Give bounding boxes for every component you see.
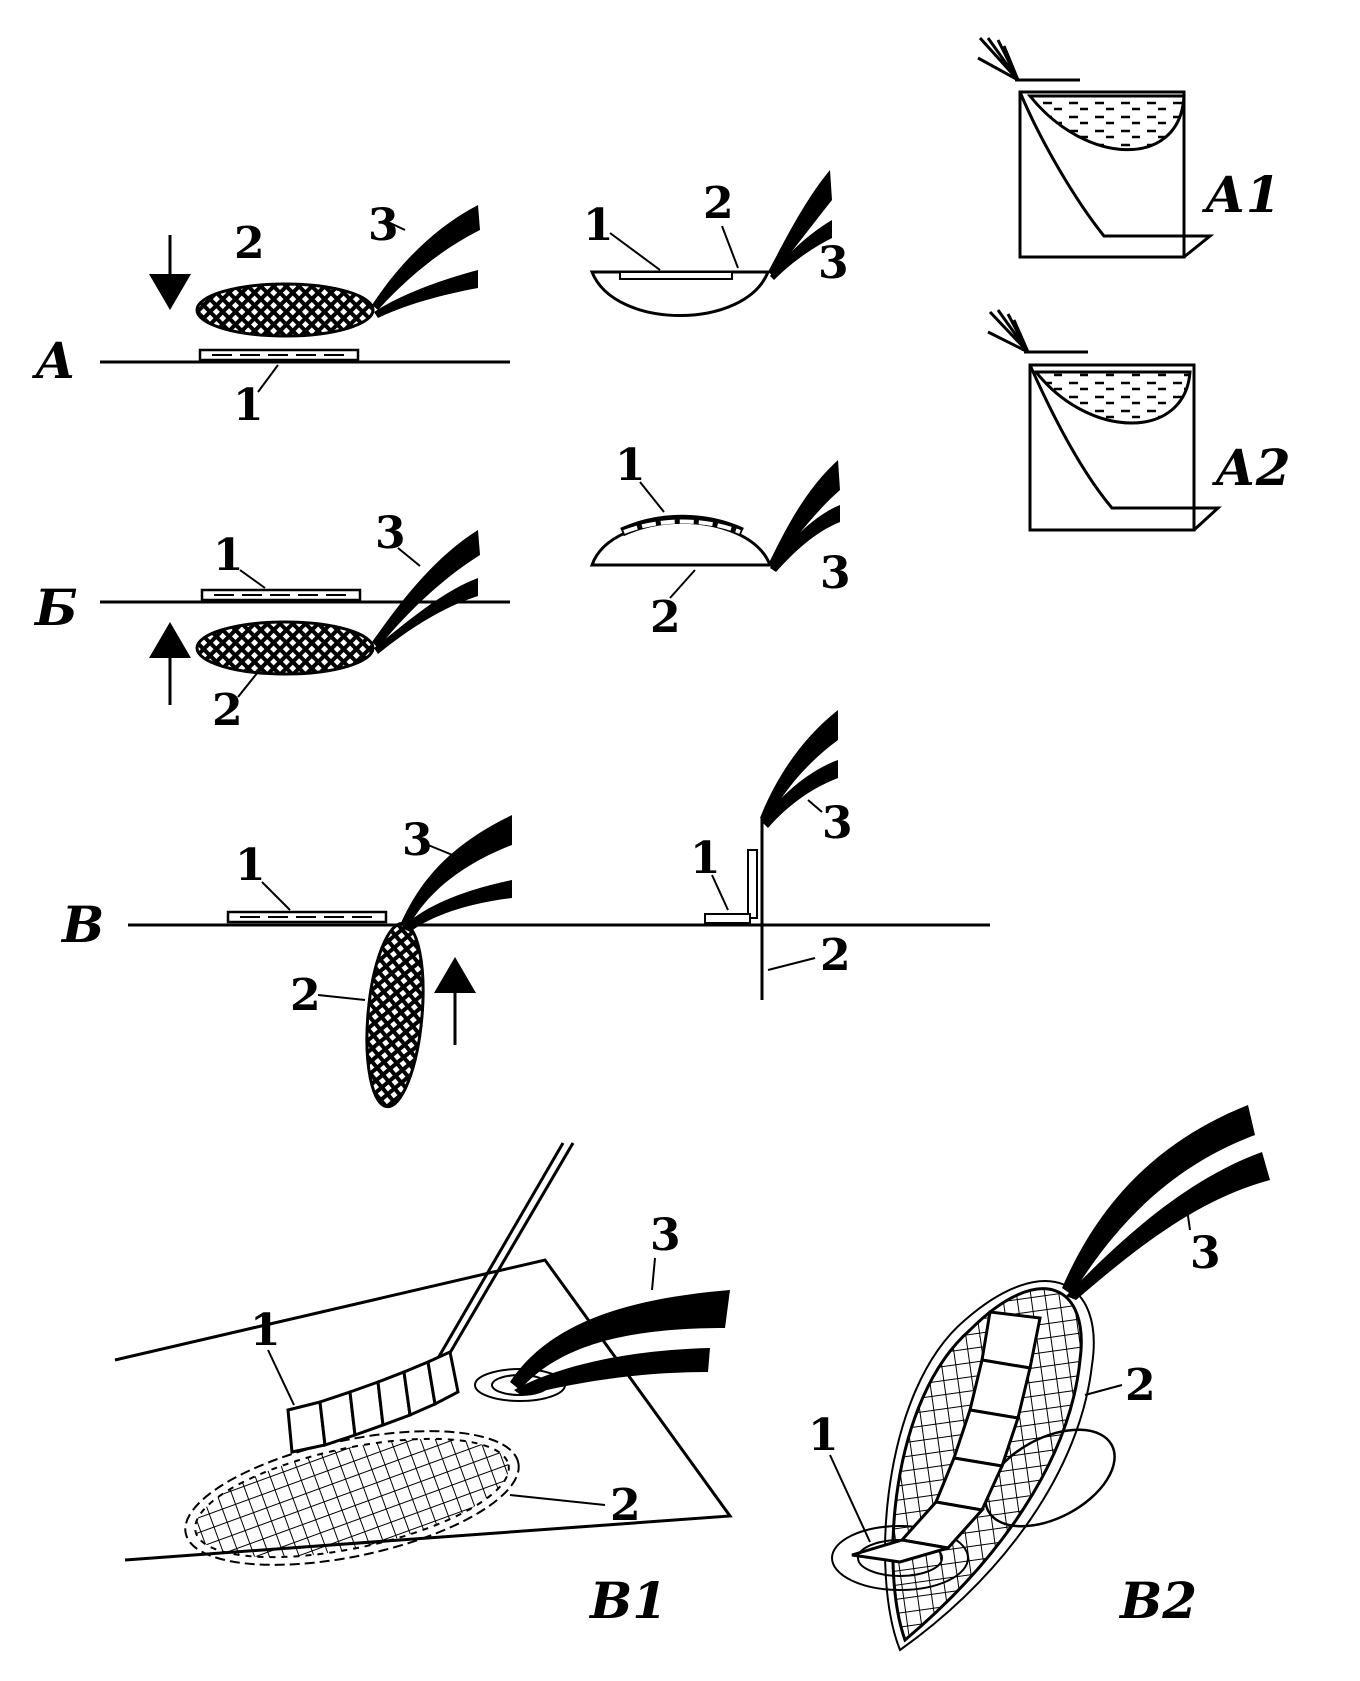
net-label: 2: [1125, 1360, 1156, 1411]
net-label: 2: [234, 218, 265, 269]
water-fill: [1032, 370, 1192, 425]
panel-a2: А2: [987, 309, 1291, 532]
brush-handle-icon: [768, 460, 840, 568]
brush-handle-icon: [402, 880, 512, 932]
panel-v1-label: В1: [588, 1571, 667, 1630]
panel-v2: 1 3 2 В2: [808, 1105, 1270, 1652]
net-mesh: [194, 1437, 510, 1559]
panel-b-letter: Б: [33, 578, 78, 637]
brush-handle-icon: [770, 505, 840, 572]
glass-label: 1: [808, 1410, 839, 1461]
glass-sections: [851, 1310, 1042, 1564]
glass-section: [704, 913, 751, 924]
brush-label: 3: [650, 1210, 681, 1261]
leader-line: [317, 994, 366, 1001]
needle: [435, 1142, 575, 1376]
brush-label: 3: [402, 815, 433, 866]
panel-b-flat: Б 1 3 2: [33, 508, 510, 736]
brush-handle-icon: [1062, 1105, 1255, 1295]
panel-v-letter: В: [60, 895, 104, 954]
panel-v-flat: В 1 3 2: [60, 815, 990, 1109]
panel-v1: 1 3 2 В1: [114, 1142, 733, 1630]
panel-b-curved: 1 2 3: [589, 440, 851, 643]
leader-line: [257, 364, 279, 393]
glass-label: 1: [233, 380, 264, 431]
brush-handle-icon: [768, 170, 832, 275]
glass-label: 1: [250, 1305, 281, 1356]
brush-handle-icon: [762, 760, 838, 828]
panel-a1: А1: [977, 36, 1281, 259]
glass-section: [619, 271, 733, 280]
leader-line: [721, 225, 739, 269]
glass-section: [747, 849, 758, 919]
net-label: 2: [703, 178, 734, 229]
net-label: 2: [610, 1480, 641, 1531]
panel-a1-label: А1: [1201, 165, 1281, 224]
panel-a-flat: А 2 3 1: [31, 200, 510, 431]
leader-line: [237, 671, 259, 698]
leader-line: [639, 481, 665, 513]
brush-handle-icon: [760, 710, 838, 822]
leader-line: [427, 844, 456, 857]
brush-handle-icon: [510, 1290, 730, 1390]
leader-line: [669, 569, 696, 599]
leader-line: [1084, 1384, 1123, 1396]
leader-line: [651, 1257, 656, 1291]
glass-label: 1: [583, 200, 614, 251]
brush-handle-icon: [372, 205, 480, 310]
leader-line: [609, 232, 661, 271]
leader-line: [711, 874, 729, 911]
brush-handle-icon: [374, 270, 478, 318]
net-label: 2: [820, 930, 851, 981]
glass-label: 1: [690, 833, 721, 884]
leader-line: [261, 881, 291, 911]
panel-a2-label: А2: [1211, 438, 1291, 497]
brush-handle-icon: [374, 578, 478, 654]
leader-line: [1184, 1194, 1191, 1231]
cuvette-plane: [114, 1258, 733, 1562]
slide-edge: [1018, 91, 1215, 259]
brush-handle-icon: [770, 220, 832, 280]
water-fill: [1026, 94, 1186, 152]
brush-bristles-icon: [977, 36, 1020, 82]
leader-line: [767, 957, 816, 971]
glass-sections: [286, 1349, 460, 1454]
brush-handle-icon: [400, 815, 512, 928]
net-rim: [884, 1280, 1095, 1652]
brush-bristles-icon: [987, 309, 1030, 354]
net-loop: [365, 921, 425, 1109]
brush-handle-icon: [1066, 1152, 1270, 1300]
slide-edge: [1028, 364, 1222, 532]
leader-line: [239, 569, 266, 589]
net-loop: [195, 282, 375, 338]
leader-line: [387, 221, 406, 231]
net-curved: [589, 270, 771, 317]
leader-line: [807, 799, 823, 813]
net-label: 2: [650, 592, 681, 643]
leader-line: [397, 547, 421, 567]
panel-a-curved: 1 2 3: [583, 170, 849, 317]
glass-label: 1: [213, 530, 244, 581]
net-loop: [195, 620, 375, 676]
panel-v2-label: В2: [1118, 1571, 1197, 1630]
brush-handle-icon: [372, 530, 480, 648]
brush-label: 3: [818, 238, 849, 289]
leader-line: [509, 1494, 606, 1506]
leader-line: [829, 1454, 871, 1543]
glass-label: 1: [235, 840, 266, 891]
brush-handle-icon: [514, 1348, 710, 1396]
needle: [428, 1142, 565, 1373]
panel-v-edge: 1 3 2: [690, 710, 853, 1000]
net-label: 2: [212, 685, 243, 736]
brush-label: 3: [822, 798, 853, 849]
sections-icon: [623, 519, 741, 534]
leader-line: [267, 1349, 295, 1406]
brush-label: 3: [820, 548, 851, 599]
panel-a-letter: А: [31, 331, 76, 390]
net-label: 2: [290, 970, 321, 1021]
brush-label: 3: [1190, 1228, 1221, 1279]
net-loop: [184, 1430, 520, 1566]
